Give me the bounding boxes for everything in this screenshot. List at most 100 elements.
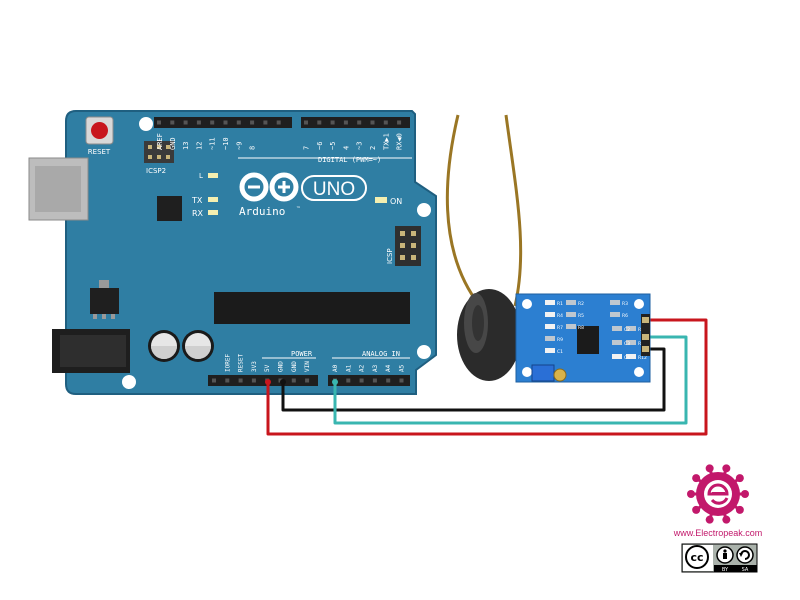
header-socket: [250, 120, 255, 125]
rx-label: RX: [192, 209, 204, 218]
module-component-label: R9: [557, 337, 563, 343]
header-socket: [383, 120, 388, 125]
icsp-header: [395, 226, 421, 266]
module-component-label: R12: [638, 355, 647, 361]
coil-wire-right: [504, 114, 523, 307]
header-socket: [343, 120, 348, 125]
digital-pin-label: ~11: [209, 137, 217, 150]
digital-pin-label: ~5: [329, 142, 337, 150]
header-socket: [346, 378, 351, 383]
module-pin-vcc: [642, 317, 649, 323]
module-component-label: R2: [578, 301, 584, 307]
analog-pin-label: A5: [399, 364, 406, 372]
opamp-chip: [577, 326, 599, 354]
power-pin-label: RESET: [238, 354, 245, 372]
module-component-label: R3: [622, 301, 628, 307]
digital-pin-label: 8: [249, 146, 257, 150]
digital-pin-label: TX▶1: [382, 133, 390, 150]
module-component-label: R1: [557, 301, 563, 307]
header-socket: [330, 120, 335, 125]
cc-license-badge: cc BY SA: [681, 543, 758, 573]
digital-label: DIGITAL (PWM=~): [318, 156, 381, 164]
mounting-hole: [122, 375, 136, 389]
header-socket: [359, 378, 364, 383]
potentiometer[interactable]: [531, 364, 555, 382]
smd-component: [610, 300, 620, 305]
module-pin-out: [642, 334, 649, 340]
mounting-hole: [417, 345, 431, 359]
module-components: [545, 300, 636, 359]
smd-component: [626, 326, 636, 331]
header-socket: [357, 120, 362, 125]
cc-icon: [685, 545, 709, 569]
module-component-label: C2: [624, 327, 630, 333]
analog-label: ANALOG IN: [362, 350, 400, 358]
capacitor: [148, 330, 180, 362]
header-socket: [370, 120, 375, 125]
usb-connector-inner: [35, 166, 81, 212]
arduino-infinity-logo: [239, 172, 299, 202]
on-led: [375, 197, 387, 203]
digital-pin-label: ~10: [222, 137, 230, 150]
uno-badge: [301, 175, 367, 201]
analog-pin-label: A3: [372, 364, 379, 372]
l-led: [208, 173, 218, 178]
header-socket: [212, 378, 216, 383]
power-analog-header: [208, 375, 410, 386]
header-socket: [263, 120, 268, 125]
module-component-label: R6: [622, 313, 628, 319]
analog-pin-label: A4: [385, 364, 392, 372]
uno-label: UNO: [313, 179, 355, 200]
header-socket: [210, 120, 215, 125]
cyan-wire-a0[interactable]: [333, 335, 688, 425]
tx-label: TX: [191, 196, 203, 205]
header-socket: [183, 120, 188, 125]
smd-component: [612, 354, 622, 359]
header-socket: [317, 120, 322, 125]
digital-header: [154, 117, 410, 128]
smd-component: [545, 312, 555, 317]
header-socket: [236, 120, 241, 125]
reset-button-cap[interactable]: [91, 122, 108, 139]
analog-pin-label: A2: [359, 364, 366, 372]
module-component-label: R5: [578, 313, 584, 319]
rx-led: [208, 210, 218, 215]
potentiometer-knob[interactable]: [553, 368, 567, 382]
header-socket: [304, 120, 308, 125]
module-mount-hole: [522, 299, 532, 309]
black-wire-gnd[interactable]: [281, 347, 666, 412]
module-component-label: C1: [557, 349, 563, 355]
header-socket: [372, 378, 377, 383]
analog-pin-label: A1: [345, 364, 352, 372]
module-component-label: R7: [557, 325, 563, 331]
tx-led: [208, 197, 218, 202]
digital-pin-label: 2: [369, 146, 377, 150]
arduino-brand-label: Arduino: [239, 205, 285, 218]
capacitor: [182, 330, 214, 362]
red-wire-5v[interactable]: [266, 318, 708, 436]
smd-component: [626, 354, 636, 359]
cc-license-label: cc: [690, 551, 703, 564]
sa-icon: [736, 546, 754, 564]
digital-pin-label: 4: [342, 146, 350, 150]
l-label: L: [199, 172, 203, 180]
module-pin-gnd: [642, 346, 649, 352]
power-pin-label: GND: [291, 361, 298, 372]
header-socket: [305, 378, 310, 383]
digital-pin-label: ~6: [316, 142, 324, 150]
header-socket: [251, 378, 256, 383]
atmega-chip: [214, 292, 410, 324]
smd-component: [545, 324, 555, 329]
smd-component: [545, 348, 555, 353]
smd-component: [612, 340, 622, 345]
digital-pin-label: 13: [182, 142, 190, 150]
sa-label: SA: [742, 567, 749, 573]
smd-component: [610, 312, 620, 317]
header-socket: [397, 120, 402, 125]
smd-component: [566, 312, 576, 317]
on-label: ON: [390, 197, 402, 206]
header-socket: [386, 378, 391, 383]
power-jack-body: [60, 335, 126, 367]
smd-component: [566, 324, 576, 329]
